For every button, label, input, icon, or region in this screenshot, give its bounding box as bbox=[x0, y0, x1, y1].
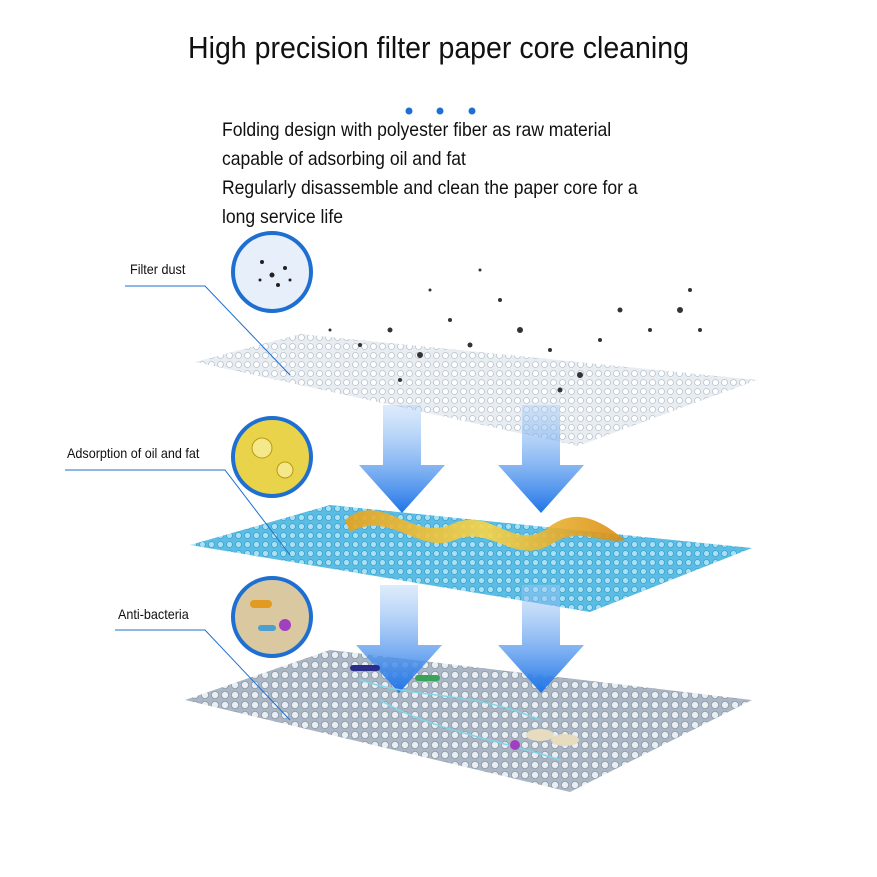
decorative-dots bbox=[405, 107, 476, 115]
label-oil-adsorption: Adsorption of oil and fat bbox=[67, 445, 200, 461]
label-filter-dust: Filter dust bbox=[130, 261, 186, 277]
leader-lines bbox=[65, 285, 291, 721]
arrow-down-icon bbox=[498, 405, 584, 513]
arrow-down-icon bbox=[359, 405, 445, 513]
bacteria-illustration bbox=[350, 665, 579, 761]
filter-layer-oil bbox=[190, 505, 752, 612]
description-line: capable of adsorbing oil and fat bbox=[222, 148, 466, 170]
label-anti-bacteria: Anti-bacteria bbox=[118, 606, 189, 622]
description-line: long service life bbox=[222, 206, 343, 228]
arrow-down-icon bbox=[498, 585, 584, 693]
oil-splash bbox=[345, 510, 625, 551]
detail-circles bbox=[231, 231, 313, 658]
description-line: Regularly disassemble and clean the pape… bbox=[222, 177, 638, 199]
dust-particles bbox=[328, 268, 702, 393]
filter-layer-dust bbox=[195, 334, 757, 446]
description-line: Folding design with polyester fiber as r… bbox=[222, 119, 612, 141]
filter-layer-bacteria bbox=[185, 650, 752, 792]
page-title: High precision filter paper core cleanin… bbox=[188, 30, 689, 65]
